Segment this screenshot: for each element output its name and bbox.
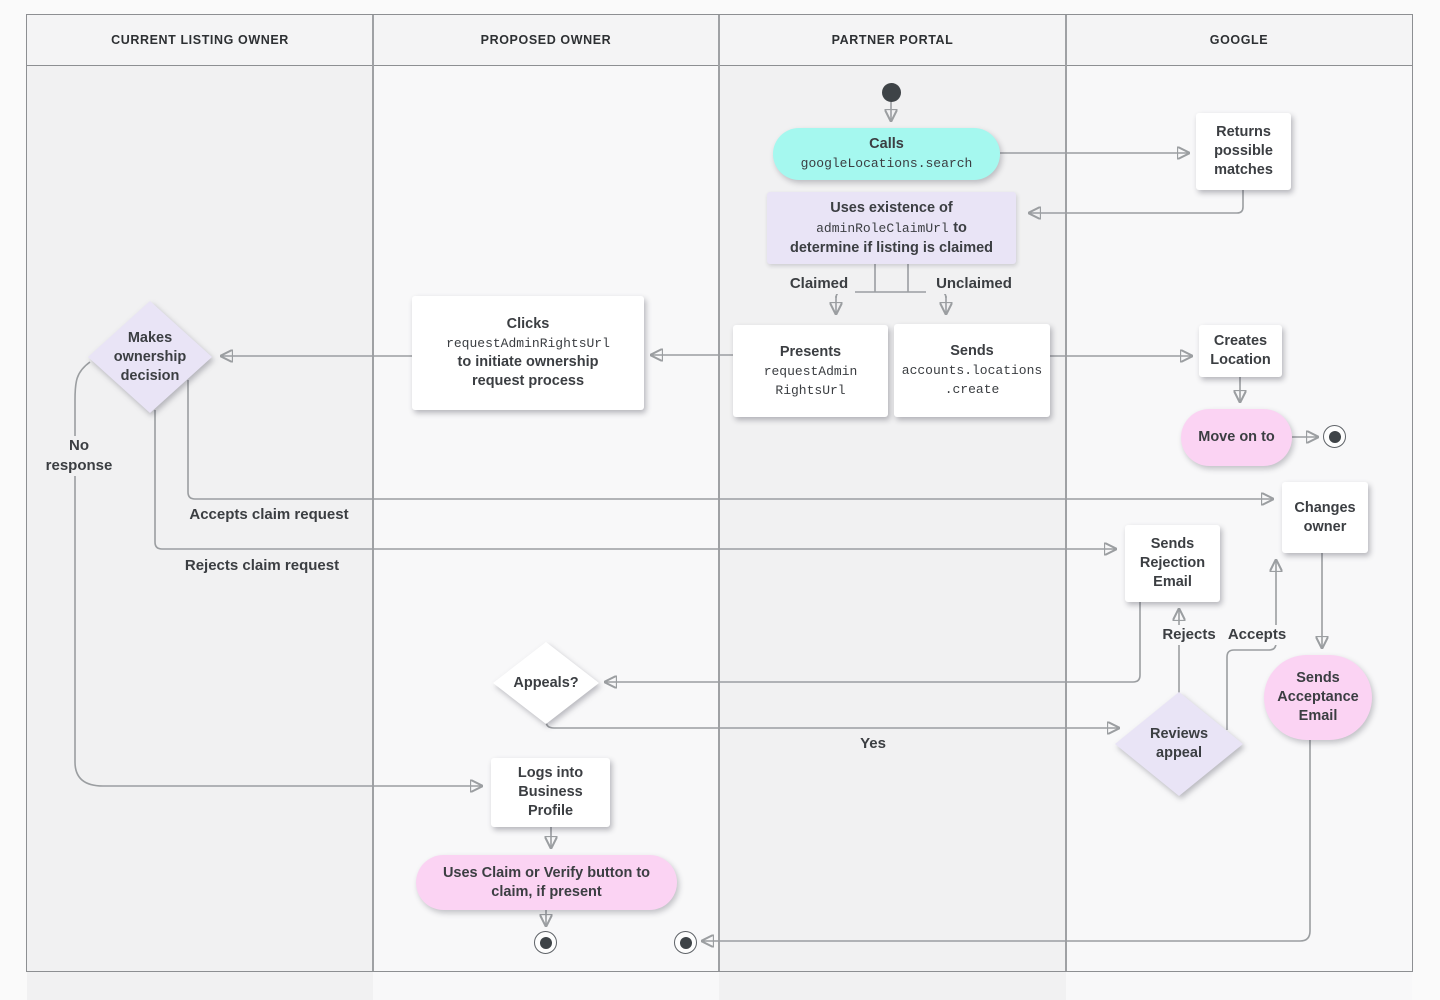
end-node-acceptance [674, 931, 697, 954]
node-label: Sends Rejection Email [1139, 536, 1206, 590]
node-title: Presents [779, 343, 842, 360]
logs-into-business-profile-node: Logs into Business Profile [491, 758, 610, 827]
lane-header-proposed-owner: PROPOSED OWNER [373, 14, 719, 66]
node-label: Uses Claim or Verify button to claim, if… [442, 864, 651, 900]
node-label: Appeals? [513, 674, 579, 691]
node-code: adminRoleClaimUrl [816, 221, 949, 236]
node-label: Sends Acceptance Email [1277, 670, 1359, 724]
node-label: Changes owner [1294, 499, 1356, 535]
calls-google-locations-search-node: Calls googleLocations.search [773, 128, 1000, 180]
node-title: Sends [950, 343, 994, 359]
node-label: Creates Location [1210, 333, 1271, 368]
node-code: requestAdminRightsUrl [446, 336, 610, 351]
lane-header-partner-portal: PARTNER PORTAL [719, 14, 1066, 66]
uses-existence-node: Uses existence of adminRoleClaimUrl to d… [767, 192, 1016, 264]
node-code: accounts.locations .create [901, 363, 1043, 397]
node-label: Move on to [1198, 429, 1275, 445]
lane-header-label: PROPOSED OWNER [480, 32, 612, 47]
changes-owner-node: Changes owner [1282, 482, 1368, 553]
lane-header-label: PARTNER PORTAL [831, 32, 954, 47]
node-code: requestAdmin RightsUrl [763, 363, 858, 398]
edge-label-rejects: Rejects [1155, 625, 1223, 645]
node-text: determine if listing is claimed [789, 240, 994, 256]
creates-location-node: Creates Location [1199, 325, 1282, 377]
lane-header-google: GOOGLE [1066, 14, 1412, 66]
node-title: Calls [869, 136, 904, 152]
node-text: to [953, 220, 967, 236]
lane-header-label: GOOGLE [1209, 32, 1269, 47]
node-code: googleLocations.search [800, 156, 973, 171]
edge-label-rejects-claim-request: Rejects claim request [177, 556, 347, 576]
clicks-request-admin-rights-url-node: Clicks requestAdminRightsUrl to initiate… [412, 296, 644, 410]
node-label: Makes ownership decision [113, 329, 187, 384]
returns-possible-matches-node: Returns possible matches [1196, 113, 1291, 190]
uses-claim-or-verify-node: Uses Claim or Verify button to claim, if… [416, 855, 677, 910]
edge-label-claimed: Claimed [783, 274, 855, 294]
node-title: Clicks [506, 316, 550, 332]
lane-header-current-listing-owner: CURRENT LISTING OWNER [27, 14, 373, 66]
node-text: to initiate ownership request process [457, 354, 599, 389]
appeals-decision-node: Appeals? [493, 642, 599, 724]
node-label: Reviews appeal [1149, 726, 1209, 761]
diagram-border [26, 14, 1413, 972]
end-node-move-on [1323, 425, 1346, 448]
node-text: Uses existence of [830, 200, 953, 216]
edge-label-yes: Yes [850, 734, 896, 754]
node-label: Returns possible matches [1214, 124, 1273, 178]
edge-label-accepts: Accepts [1221, 625, 1293, 645]
edge-label-no-response: No response [38, 436, 120, 476]
end-node-claim [534, 931, 557, 954]
edge-label-accepts-claim-request: Accepts claim request [180, 505, 358, 525]
presents-request-admin-rights-url-node: Presents requestAdmin RightsUrl [733, 325, 888, 417]
edge-label-unclaimed: Unclaimed [926, 274, 1022, 294]
sends-accounts-locations-create-node: Sends accounts.locations .create [894, 324, 1050, 417]
lane-header-label: CURRENT LISTING OWNER [111, 32, 289, 47]
makes-ownership-decision-node: Makes ownership decision [88, 301, 212, 413]
move-on-to-node: Move on to [1181, 409, 1292, 466]
node-label: Logs into Business Profile [517, 765, 584, 819]
sends-rejection-email-node: Sends Rejection Email [1125, 525, 1220, 602]
reviews-appeal-node: Reviews appeal [1115, 692, 1243, 796]
sends-acceptance-email-node: Sends Acceptance Email [1264, 655, 1372, 740]
start-node [882, 83, 901, 102]
